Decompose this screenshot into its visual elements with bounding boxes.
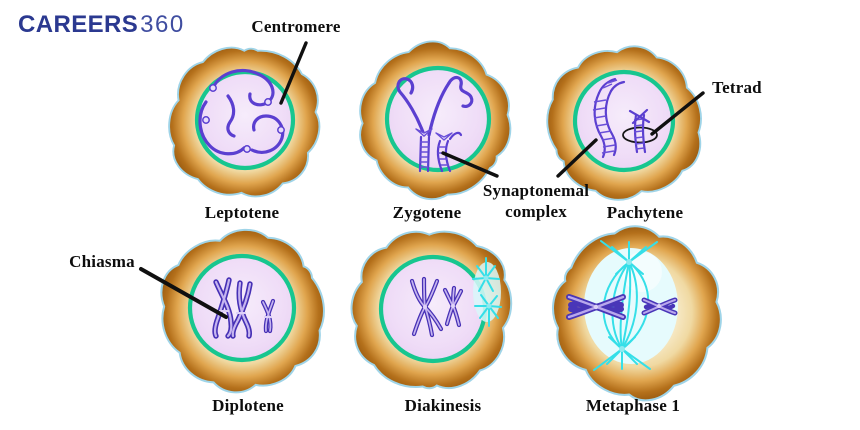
centromere-dot <box>202 116 210 124</box>
pairing-chromosomes <box>396 75 474 173</box>
stage-label-diakinesis: Diakinesis <box>404 396 482 415</box>
centromere-dot <box>209 84 217 92</box>
condensed-bivalents <box>409 276 464 338</box>
bivalents-with-chiasmata <box>212 277 276 339</box>
stage-label-pachytene: Pachytene <box>606 203 684 222</box>
logo-suffix-text: 360 <box>140 11 185 38</box>
synaptonemal-pointer-line-left <box>441 151 499 178</box>
cell-diakinesis <box>345 224 517 395</box>
spindle-apparatus <box>593 240 658 371</box>
careers360-logo[interactable]: CAREERS 360 <box>18 11 185 39</box>
centromere-pointer-line <box>279 41 308 105</box>
tetrad-label: Tetrad <box>712 78 762 97</box>
tetrad-structure <box>622 108 658 154</box>
cell-metaphase-1 <box>523 198 753 428</box>
centromere-label: Centromere <box>251 17 341 36</box>
synaptonemal-complex-label: Synaptonemal complex <box>482 181 590 221</box>
stage-label-zygotene: Zygotene <box>392 203 462 222</box>
nuclear-envelope <box>378 254 488 364</box>
nuclear-envelope <box>572 69 676 173</box>
metaphase-bivalents <box>566 294 678 320</box>
cell-zygotene <box>329 15 540 227</box>
logo-brand-text: CAREERS <box>18 11 139 38</box>
centromere-dot <box>264 98 272 106</box>
stage-label-metaphase-1: Metaphase 1 <box>585 396 681 415</box>
tetrad-pointer-line <box>650 91 705 136</box>
centromere-dot <box>277 126 285 134</box>
cell-pachytene <box>524 22 725 224</box>
chromatin-threads <box>198 68 285 156</box>
cell-leptotene <box>159 37 331 208</box>
annotation-pointer-lines <box>139 41 705 319</box>
synaptonemal-pointer-line-right <box>556 138 598 178</box>
forming-spindle-aster <box>472 257 502 327</box>
synapsed-bivalent <box>592 77 626 159</box>
chiasma-label: Chiasma <box>69 252 135 271</box>
chiasma-pointer-line <box>139 267 228 319</box>
cell-diplotene <box>134 203 351 420</box>
centromere-dot <box>243 145 251 153</box>
stage-label-diplotene: Diplotene <box>212 396 284 415</box>
stage-label-leptotene: Leptotene <box>204 203 280 222</box>
